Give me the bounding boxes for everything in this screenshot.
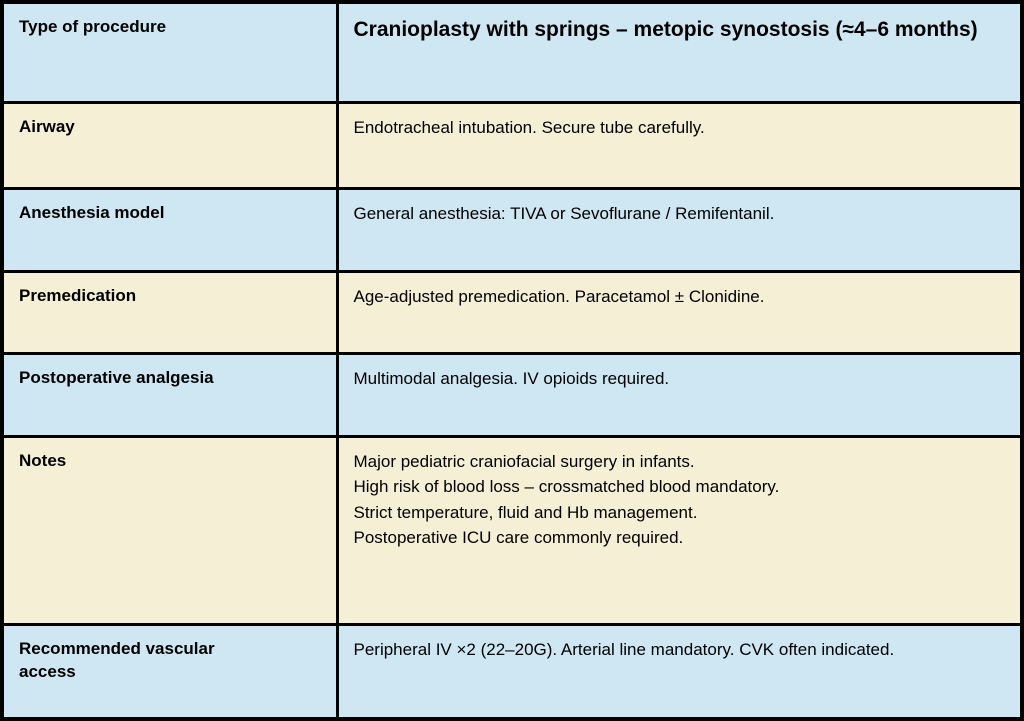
row-value: Endotracheal intubation. Secure tube car… [335, 100, 1024, 191]
table-row: Anesthesia model General anesthesia: TIV… [0, 187, 1024, 273]
row-value: General anesthesia: TIVA or Sevoflurane … [335, 187, 1024, 273]
row-value: Major pediatric craniofacial surgery in … [335, 434, 1024, 626]
table-row: Airway Endotracheal intubation. Secure t… [0, 100, 1024, 191]
table-row: Type of procedure Cranioplasty with spri… [0, 0, 1024, 104]
table-row: Recommended vascular access Peripheral I… [0, 622, 1024, 721]
row-label: Anesthesia model [0, 187, 339, 273]
row-label: Type of procedure [0, 0, 339, 104]
row-label: Recommended vascular access [0, 622, 339, 721]
table-row: Premedication Age-adjusted premedication… [0, 269, 1024, 356]
row-value: Peripheral IV ×2 (22–20G). Arterial line… [335, 622, 1024, 721]
row-label: Premedication [0, 269, 339, 356]
row-label: Postoperative analgesia [0, 352, 339, 438]
table-row: Notes Major pediatric craniofacial surge… [0, 434, 1024, 626]
table-row: Postoperative analgesia Multimodal analg… [0, 352, 1024, 438]
row-value: Multimodal analgesia. IV opioids require… [335, 352, 1024, 438]
row-label: Airway [0, 100, 339, 191]
row-value: Cranioplasty with springs – metopic syno… [335, 0, 1024, 104]
row-value: Age-adjusted premedication. Paracetamol … [335, 269, 1024, 356]
row-label: Notes [0, 434, 339, 626]
